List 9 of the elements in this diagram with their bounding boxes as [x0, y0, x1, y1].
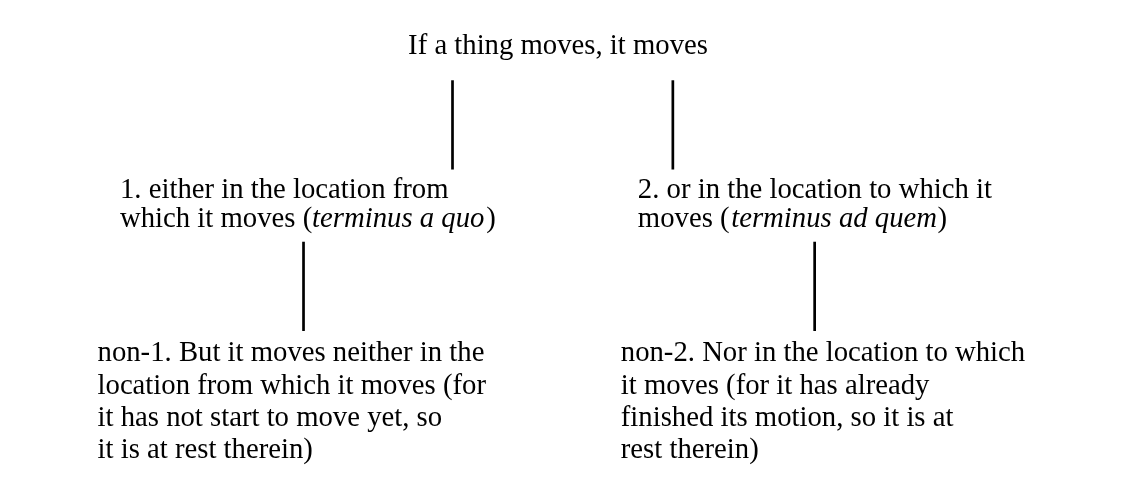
- node-text: non-1. But it moves neither in the location from which it moves (for it has not start to move yet, so it is at rest therein): [97, 335, 486, 465]
- node-text: 1. either in the location from which it moves (terminus a quo): [119, 171, 496, 233]
- node-text: If a thing moves, it moves: [407, 28, 708, 61]
- connector: [812, 241, 816, 331]
- connector: [301, 241, 305, 331]
- node-text: non-2. Nor in the location to which it moves (for it has already finished its motion, so it is at rest therein): [620, 335, 1025, 465]
- connector: [671, 80, 674, 170]
- node-text: 2. or in the location to which it moves (terminus ad quem): [637, 171, 992, 233]
- connector: [450, 80, 454, 170]
